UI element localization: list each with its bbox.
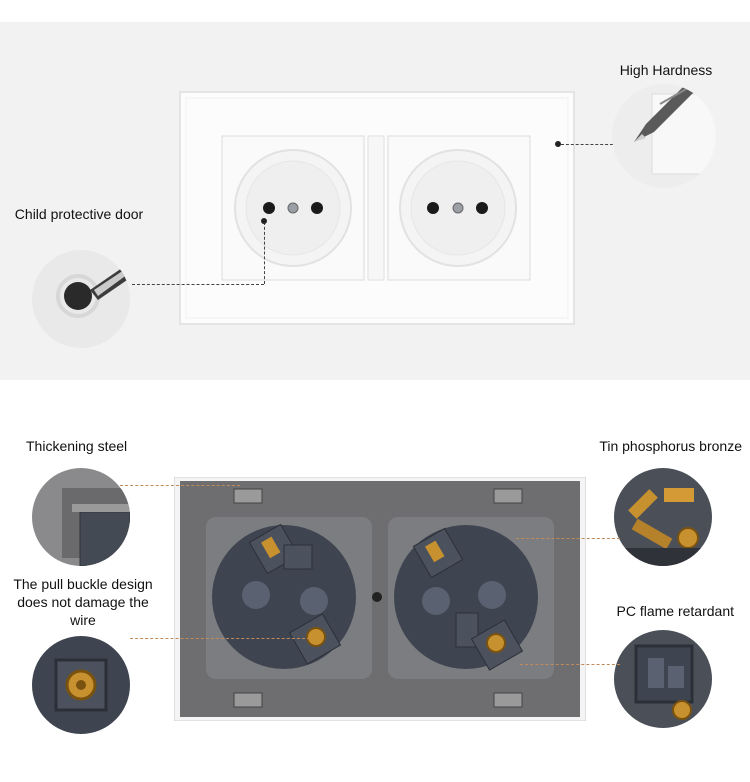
hardness-closeup <box>612 84 716 188</box>
label-pull-buckle: The pull buckle design does not damage t… <box>13 576 153 628</box>
front-view-illustration <box>179 91 575 325</box>
bronze-closeup <box>614 468 712 566</box>
buckle-closeup <box>32 636 130 734</box>
rear-view-panel <box>174 477 586 721</box>
right-socket <box>387 135 531 281</box>
rear-view-illustration <box>174 477 586 721</box>
callout-line <box>264 222 265 284</box>
left-socket <box>221 135 365 281</box>
steel-closeup <box>32 468 130 566</box>
callout-line <box>516 538 620 539</box>
child-door-closeup <box>32 250 130 348</box>
callout-dot <box>555 141 561 147</box>
callout-dot <box>261 218 267 224</box>
callout-line <box>132 284 264 285</box>
front-view-panel <box>0 22 750 380</box>
pc-closeup <box>614 630 712 728</box>
label-high-hardness: High Hardness <box>619 62 713 78</box>
label-child-door: Child protective door <box>14 206 144 222</box>
label-tin-bronze: Tin phosphorus bronze <box>599 438 742 454</box>
callout-line <box>520 664 620 665</box>
label-pc-flame: PC flame retardant <box>616 603 735 619</box>
callout-line <box>130 638 310 639</box>
callout-line <box>561 144 613 145</box>
label-thickening-steel: Thickening steel <box>26 438 128 454</box>
callout-line <box>120 485 240 486</box>
